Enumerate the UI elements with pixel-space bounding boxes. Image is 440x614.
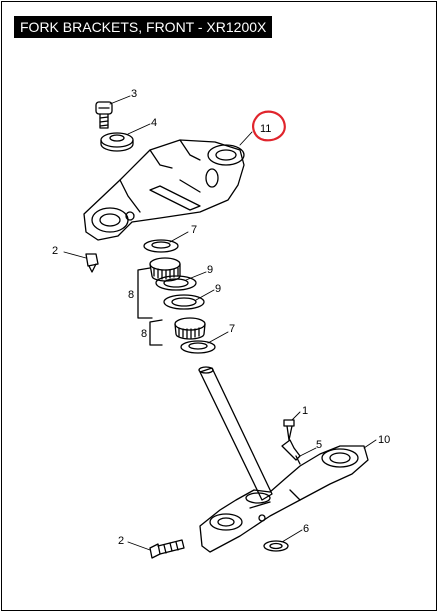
callout-5: 5 — [316, 439, 322, 451]
callout-9-lower: 9 — [215, 283, 221, 295]
part-7-seal-upper — [143, 239, 179, 253]
callout-9-upper: 9 — [207, 264, 213, 276]
part-9-race-upper — [155, 275, 197, 291]
leader-lines — [63, 95, 377, 551]
callout-4: 4 — [151, 117, 157, 129]
callout-2-upper: 2 — [52, 245, 58, 257]
callout-8-lower: 8 — [141, 328, 147, 340]
callout-7-upper: 7 — [191, 224, 197, 236]
part-6-washer — [263, 540, 289, 552]
callout-11: 11 — [260, 123, 271, 135]
part-2-bolt-lower — [149, 539, 185, 559]
diagram-title: FORK BRACKETS, FRONT - XR1200X — [14, 16, 273, 38]
part-2-screw-upper — [85, 253, 99, 273]
callout-10: 10 — [378, 434, 390, 446]
part-8-bearing-lower — [174, 317, 206, 340]
part-4-washer — [100, 132, 134, 152]
part-9-race-lower — [163, 294, 205, 310]
callout-1: 1 — [302, 405, 308, 417]
part-11-upper-fork-bracket — [83, 139, 245, 241]
callout-6: 6 — [303, 523, 309, 535]
highlight-circle — [252, 110, 286, 142]
part-7-seal-lower — [180, 340, 216, 354]
part-10-lower-fork-bracket — [198, 366, 369, 553]
callout-3: 3 — [131, 88, 137, 100]
part-1-screw — [283, 419, 295, 441]
callout-8-upper: 8 — [128, 289, 134, 301]
callout-7-lower: 7 — [229, 323, 235, 335]
group-bracket-8 — [137, 267, 163, 346]
part-3-bolt — [95, 101, 113, 129]
part-5-clip — [281, 439, 301, 465]
callout-2-lower: 2 — [118, 535, 124, 547]
